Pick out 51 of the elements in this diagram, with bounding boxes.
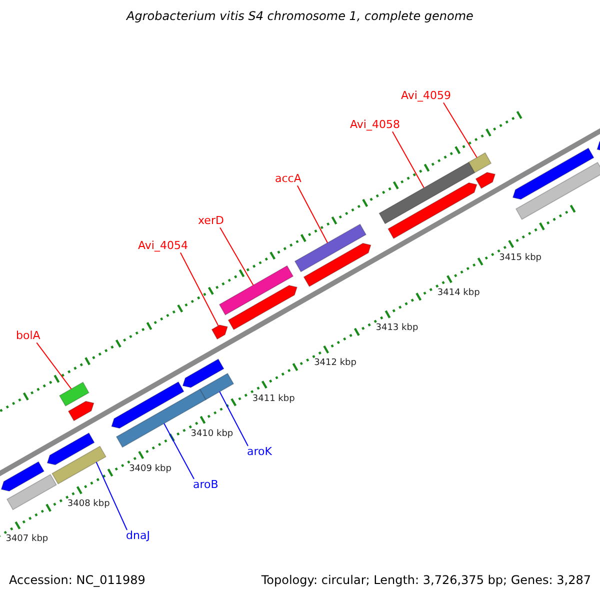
gene-label: bolA bbox=[16, 330, 40, 343]
leader-line bbox=[36, 342, 72, 390]
scale-label: 3410 kbp bbox=[190, 428, 234, 440]
accession-text: Accession: NC_011989 bbox=[9, 574, 146, 588]
gene-label: Avi_4059 bbox=[401, 90, 451, 103]
scale-label: 3413 kbp bbox=[376, 323, 418, 334]
leader-line bbox=[296, 185, 328, 244]
scale-label: 3411 kbp bbox=[252, 394, 295, 404]
scale-label: 3415 kbp bbox=[499, 252, 542, 264]
gene-feature bbox=[515, 162, 600, 220]
leader-line bbox=[392, 131, 424, 188]
gene-feature bbox=[378, 162, 476, 224]
gene-feature bbox=[303, 242, 372, 288]
gene-feature bbox=[52, 446, 106, 484]
gene-feature bbox=[199, 372, 234, 400]
gene-feature bbox=[211, 324, 228, 340]
gene-feature bbox=[512, 148, 594, 200]
gene-label: aroB bbox=[193, 479, 218, 492]
gene-label: Avi_4054 bbox=[138, 240, 188, 253]
gene-feature bbox=[228, 284, 298, 330]
leader-line bbox=[96, 462, 128, 530]
gene-feature bbox=[388, 182, 478, 240]
gene-feature bbox=[46, 432, 95, 466]
gene-feature bbox=[111, 381, 184, 429]
gene-feature bbox=[468, 152, 492, 174]
gene-label: dnaJ bbox=[126, 530, 150, 543]
gene-feature bbox=[182, 358, 224, 388]
gene-feature bbox=[218, 265, 294, 316]
scale-label: 3407 kbp bbox=[6, 534, 48, 545]
gene-label: accA bbox=[275, 173, 302, 186]
gene-feature bbox=[475, 172, 496, 189]
gene-feature bbox=[6, 474, 57, 510]
gene-feature bbox=[0, 461, 45, 492]
scale-label: 3408 kbp bbox=[67, 499, 110, 510]
leader-line bbox=[180, 252, 219, 326]
gene-label: xerD bbox=[198, 215, 224, 228]
scale-label: 3412 kbp bbox=[314, 358, 356, 369]
summary-text: Topology: circular; Length: 3,726,375 bp; Genes: 3,287 bbox=[261, 574, 591, 588]
gene-feature bbox=[596, 138, 600, 152]
gene-label: aroK bbox=[247, 446, 272, 459]
gene-feature bbox=[68, 400, 94, 422]
leader-line bbox=[219, 391, 248, 446]
title: Agrobacterium vitis S4 chromosome 1, complete genome bbox=[125, 10, 474, 24]
leader-line bbox=[442, 102, 478, 158]
leader-line bbox=[164, 422, 194, 480]
gene-label: Avi_4058 bbox=[350, 119, 400, 132]
leader-line bbox=[220, 227, 254, 286]
gene-feature bbox=[294, 224, 367, 272]
scale-label: 3409 kbp bbox=[129, 464, 172, 474]
scale-label: 3414 kbp bbox=[437, 288, 480, 298]
gene-feature bbox=[58, 382, 90, 407]
